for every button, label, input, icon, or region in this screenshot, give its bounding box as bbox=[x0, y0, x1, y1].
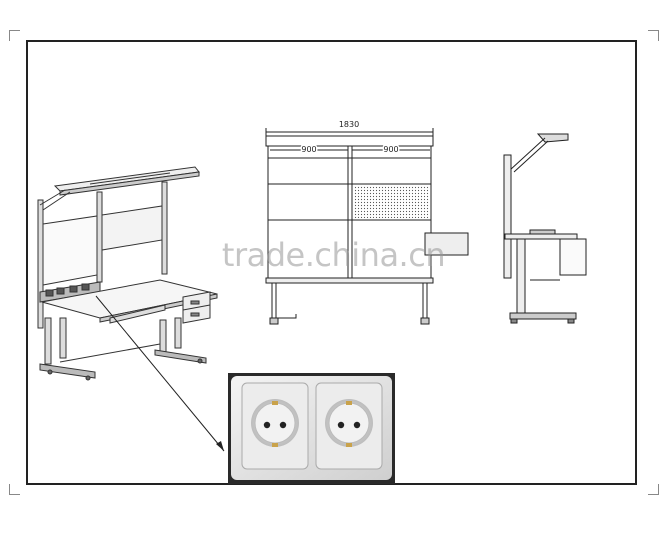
dim-total-width: 1830 bbox=[339, 120, 359, 129]
corner-mark-tl bbox=[9, 30, 20, 41]
corner-mark-tr bbox=[648, 30, 659, 41]
corner-mark-br bbox=[648, 484, 659, 495]
double-power-socket-photo bbox=[228, 373, 395, 484]
leader-arrow bbox=[95, 295, 225, 452]
socket-strip-icon bbox=[39, 281, 101, 303]
socket-right bbox=[315, 382, 383, 470]
corner-mark-bl bbox=[9, 484, 20, 495]
side-elevation bbox=[503, 133, 587, 324]
front-elevation bbox=[265, 128, 469, 325]
dim-right-section: 900 bbox=[383, 145, 398, 154]
perspective-workbench bbox=[37, 166, 218, 381]
socket-left bbox=[241, 382, 309, 470]
dim-left-section: 900 bbox=[301, 145, 316, 154]
pegboard-holes bbox=[354, 186, 429, 218]
